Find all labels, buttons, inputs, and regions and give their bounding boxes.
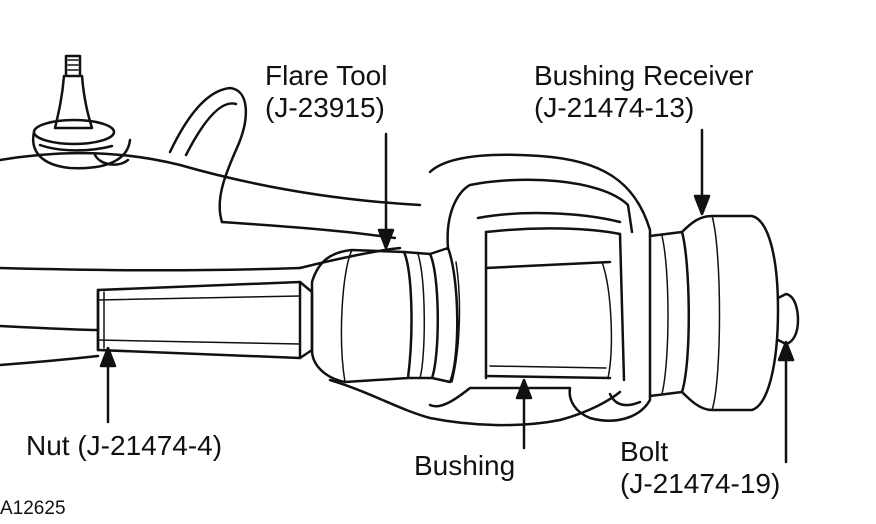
bolt-arrowhead <box>777 340 795 362</box>
bolt-part <box>776 292 800 346</box>
flare-tool-label: Flare Tool (J-23915) <box>265 60 387 124</box>
bushing-label: Bushing <box>414 450 516 481</box>
nut-label: Nut (J-21474-4) <box>26 430 223 461</box>
bolt-label: Bolt (J-21474-19) <box>620 436 780 500</box>
flare-tool-arrowhead <box>377 228 395 250</box>
bushing-receiver-label: Bushing Receiver (J-21474-13) <box>534 60 753 124</box>
bolt-name: Bolt <box>620 436 669 467</box>
ball-joint <box>31 54 132 170</box>
flare-tool-name: Flare Tool <box>265 60 388 91</box>
flare-tool-part <box>310 246 459 384</box>
flare-tool-part-number: (J-23915) <box>265 92 385 123</box>
figure-id: A12625 <box>0 498 66 519</box>
bushing-receiver-part <box>648 214 780 412</box>
bushing-receiver-arrowhead <box>693 194 711 216</box>
control-arm <box>0 86 622 427</box>
bushing-receiver-name: Bushing Receiver <box>534 60 754 91</box>
bushing-arrowhead <box>515 378 533 400</box>
nut-arrowhead <box>99 346 117 368</box>
leader-arrows <box>99 128 795 464</box>
receiver-frame <box>428 153 652 422</box>
bushing-receiver-part-number: (J-21474-13) <box>534 92 695 123</box>
bushing-part <box>484 260 613 380</box>
nut-part <box>96 280 314 360</box>
bolt-part-number: (J-21474-19) <box>620 468 781 499</box>
